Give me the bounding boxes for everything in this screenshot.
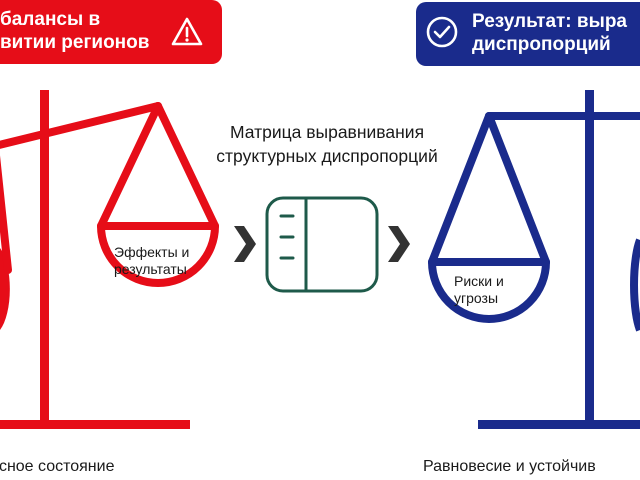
right-offscreen-pan xyxy=(630,238,640,332)
left-pan-label: Эффекты и результаты xyxy=(114,244,189,278)
left-pan-label-line2: результаты xyxy=(114,261,187,277)
right-pan-string-right xyxy=(485,112,550,266)
right-scale-base xyxy=(478,420,640,429)
left-banner: балансы в витии регионов xyxy=(0,0,222,64)
chevron-right-icon-left xyxy=(234,226,256,262)
left-pan-label-line1: Эффекты и xyxy=(114,244,190,260)
left-banner-line1: балансы в xyxy=(0,9,101,30)
left-scale-pillar xyxy=(40,90,49,426)
left-scale-beam xyxy=(0,102,162,149)
right-pan-label-line2: угрозы xyxy=(454,290,499,306)
left-pan-string-right xyxy=(154,102,219,230)
right-pan-string-left xyxy=(428,112,493,266)
right-scale xyxy=(428,90,640,429)
left-pan-bowl xyxy=(97,225,219,287)
right-caption: Равновесие и устойчив xyxy=(423,458,596,475)
left-scale xyxy=(0,90,219,429)
check-circle-icon xyxy=(426,16,458,48)
right-banner-line2: диспропорций xyxy=(472,34,611,55)
right-scale-pillar xyxy=(585,90,594,426)
left-offscreen-string xyxy=(0,155,12,274)
center-title-line1: Матрица выравнивания xyxy=(229,122,425,142)
left-scale-base xyxy=(0,420,190,429)
right-banner-line1: Результат: выра xyxy=(472,11,627,32)
right-pan-label-line1: Риски и xyxy=(454,273,504,289)
right-pan-label: Риски и угрозы xyxy=(454,273,504,307)
chevron-right-icon-right xyxy=(388,226,410,262)
matrix-panel-icon xyxy=(265,196,379,293)
left-pan-string-left xyxy=(97,102,162,230)
right-banner: Результат: выра диспропорций xyxy=(416,2,640,66)
left-caption: исное состояние xyxy=(0,458,115,475)
left-banner-line2: витии регионов xyxy=(0,32,150,53)
right-pan-bowl xyxy=(428,261,550,323)
center-title-line2: структурных диспропорций xyxy=(216,146,438,166)
warning-triangle-icon xyxy=(171,17,203,46)
center-title: Матрица выравнивания структурных диспроп… xyxy=(186,120,468,168)
